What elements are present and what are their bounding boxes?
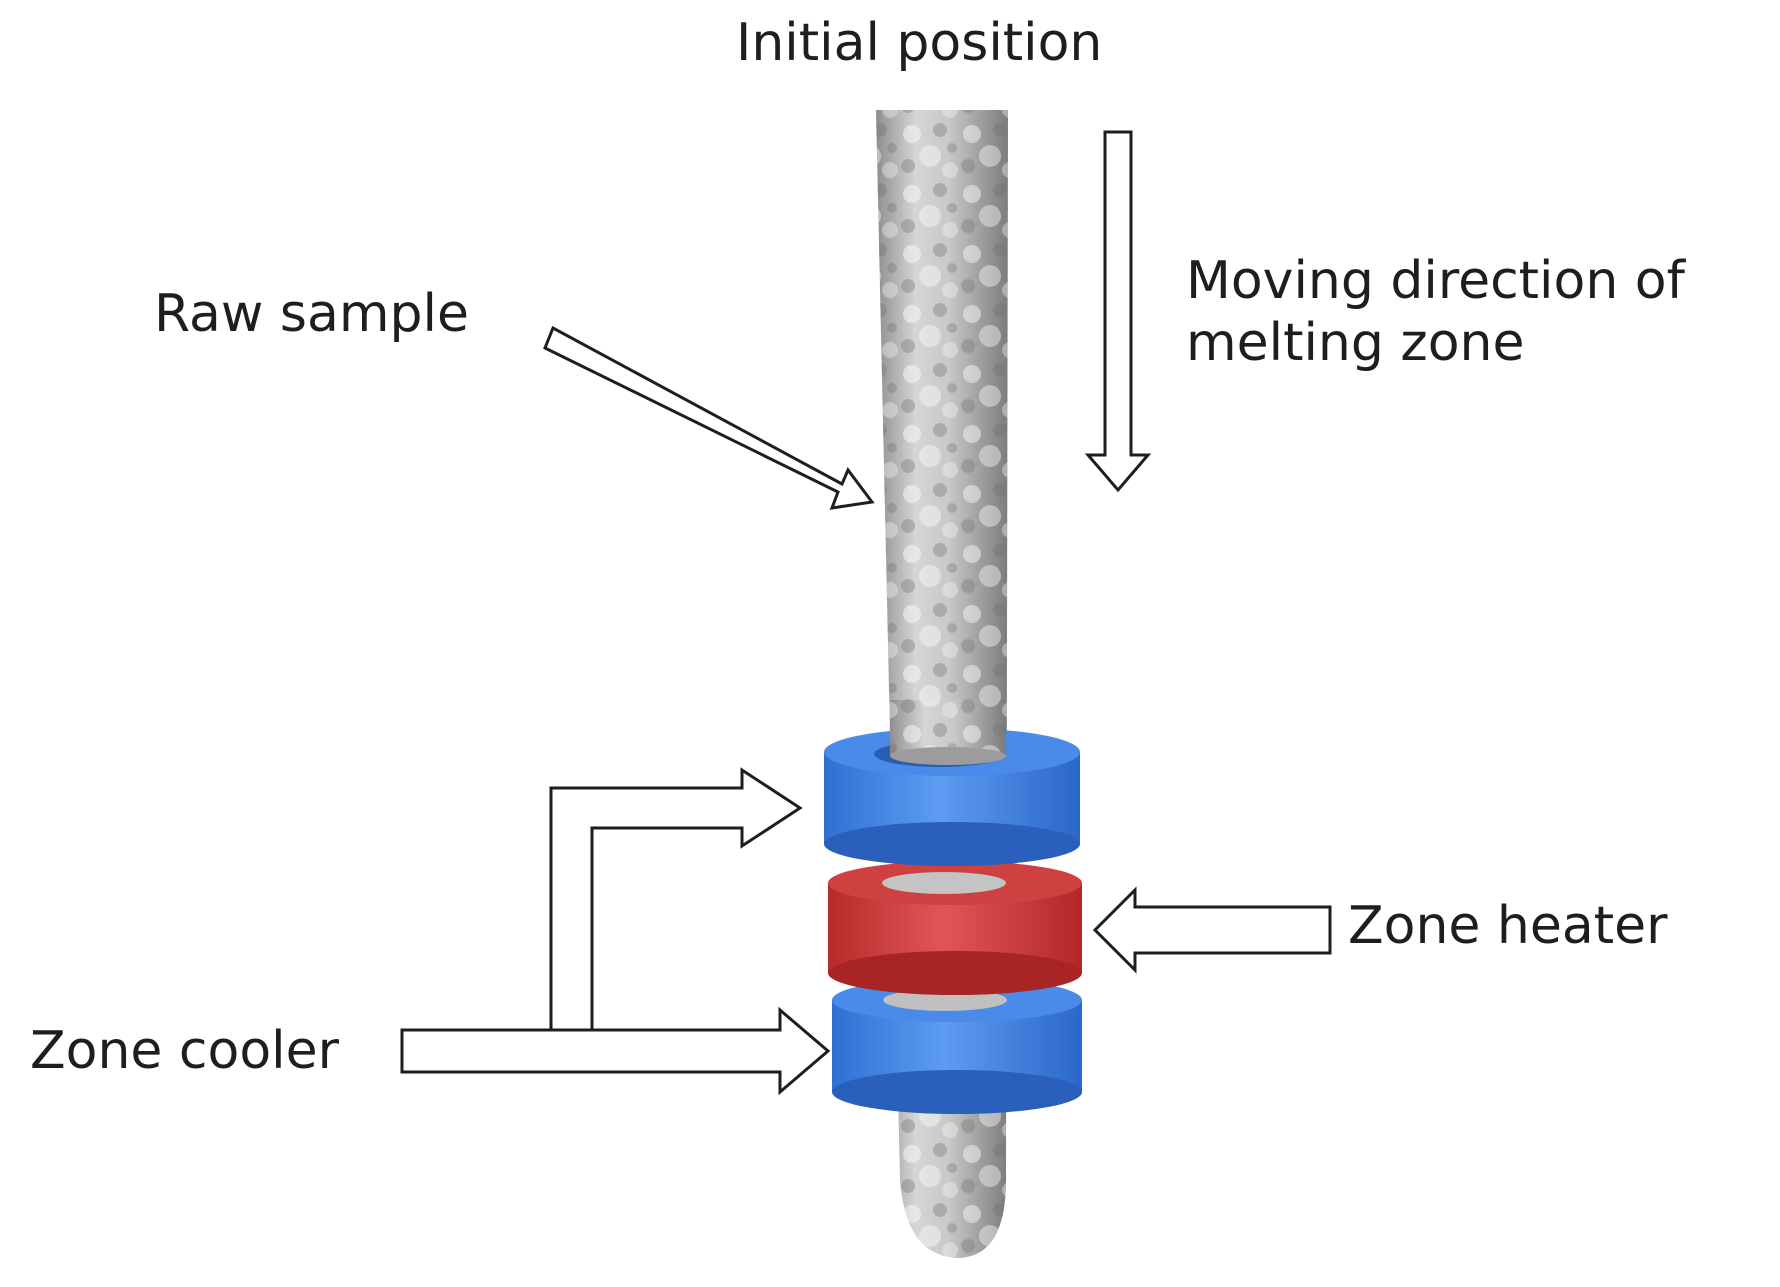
initial-position-label: Initial position <box>736 13 1103 73</box>
zone-cooler-arrow-bottom <box>400 1006 831 1096</box>
zone-cooler-label: Zone cooler <box>30 1021 339 1081</box>
zone-cooler-arrow-top <box>549 767 803 1032</box>
moving-direction-label-line1: Moving direction of <box>1186 251 1685 311</box>
zone-heater-label: Zone heater <box>1348 896 1668 956</box>
raw-sample-label: Raw sample <box>154 284 469 344</box>
zone-cooler-ring-top <box>824 700 1080 866</box>
moving-direction-arrow <box>1084 130 1152 493</box>
moving-direction-label-line2: melting zone <box>1186 313 1525 374</box>
zone-cooler-ring-bottom <box>832 978 1082 1114</box>
zone-heater-arrow <box>1092 886 1332 974</box>
moving-direction-label: Moving direction of melting zone <box>1186 250 1685 375</box>
raw-sample-arrow <box>543 325 875 510</box>
zone-heater-ring <box>828 861 1082 995</box>
